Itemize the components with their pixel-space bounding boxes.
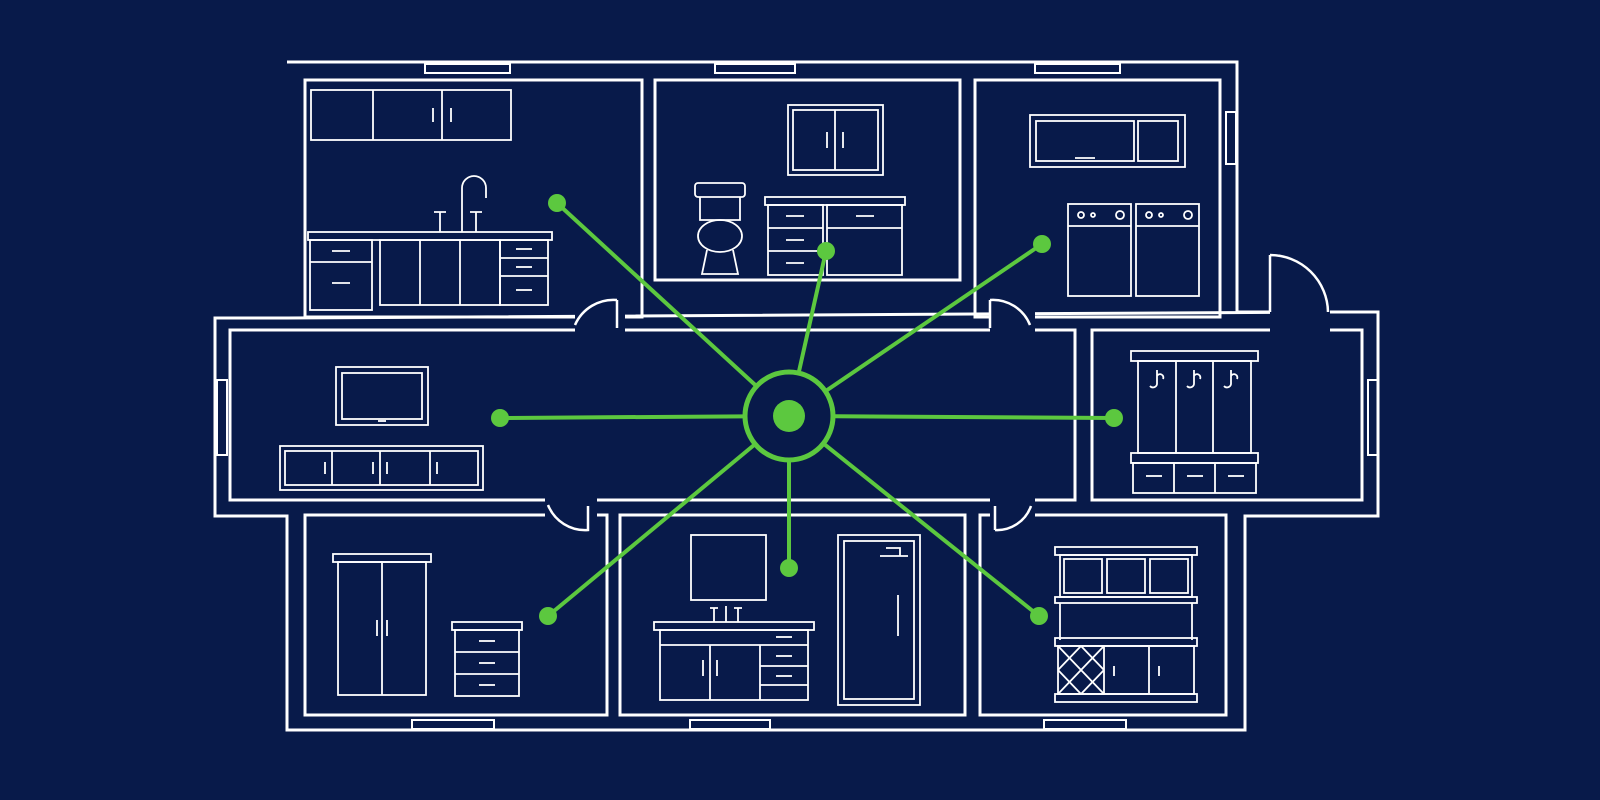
spoke-living-room xyxy=(499,414,744,420)
endpoint-kitchen[interactable] xyxy=(548,194,566,212)
washer-dryer-icon xyxy=(1029,114,1200,297)
bathroom-bottom-wall xyxy=(618,513,967,717)
spoke-bedroom xyxy=(546,443,755,618)
spoke-bathroom-top xyxy=(797,250,828,372)
endpoint-mudroom[interactable] xyxy=(1105,409,1123,427)
endpoint-dining[interactable] xyxy=(1030,607,1048,625)
central-hub[interactable] xyxy=(742,369,836,463)
mudroom-wall xyxy=(1090,328,1364,502)
door-kitchen xyxy=(573,298,619,328)
door-laundry xyxy=(988,298,1032,328)
door-bedroom xyxy=(546,504,590,532)
wardrobe-dresser-icon xyxy=(332,553,523,697)
toilet-vanity-icon xyxy=(694,104,906,276)
doors xyxy=(546,253,1330,532)
windows xyxy=(216,63,1379,730)
coat-hooks-bench-icon xyxy=(1130,350,1259,494)
hub-spokes xyxy=(499,201,1115,618)
tv-console-icon xyxy=(279,366,484,491)
vanity-shower-icon xyxy=(653,534,921,706)
endpoint-laundry[interactable] xyxy=(1033,235,1051,253)
bedroom-wall xyxy=(303,513,609,717)
spoke-mudroom xyxy=(834,414,1115,420)
dining-wall xyxy=(978,513,1228,717)
door-entry xyxy=(1268,253,1330,313)
hutch-wine-rack-icon xyxy=(1054,546,1198,703)
kitchen-sink-cabinets-icon xyxy=(307,89,553,311)
kitchen-wall xyxy=(303,78,644,319)
living-room-wall xyxy=(228,328,1077,502)
spoke-laundry xyxy=(825,242,1044,392)
spoke-dining xyxy=(823,443,1041,618)
endpoint-bathroom-top[interactable] xyxy=(817,242,835,260)
endpoint-bathroom-bottom[interactable] xyxy=(780,559,798,577)
door-dining xyxy=(993,505,1033,532)
laundry-wall xyxy=(973,78,1222,319)
bathroom-top-wall xyxy=(653,78,962,282)
hub-core-icon xyxy=(773,400,805,432)
endpoint-bedroom[interactable] xyxy=(539,607,557,625)
spoke-kitchen xyxy=(555,201,757,387)
room-endpoints xyxy=(491,194,1123,625)
walls xyxy=(213,60,1380,732)
endpoint-living-room[interactable] xyxy=(491,409,509,427)
